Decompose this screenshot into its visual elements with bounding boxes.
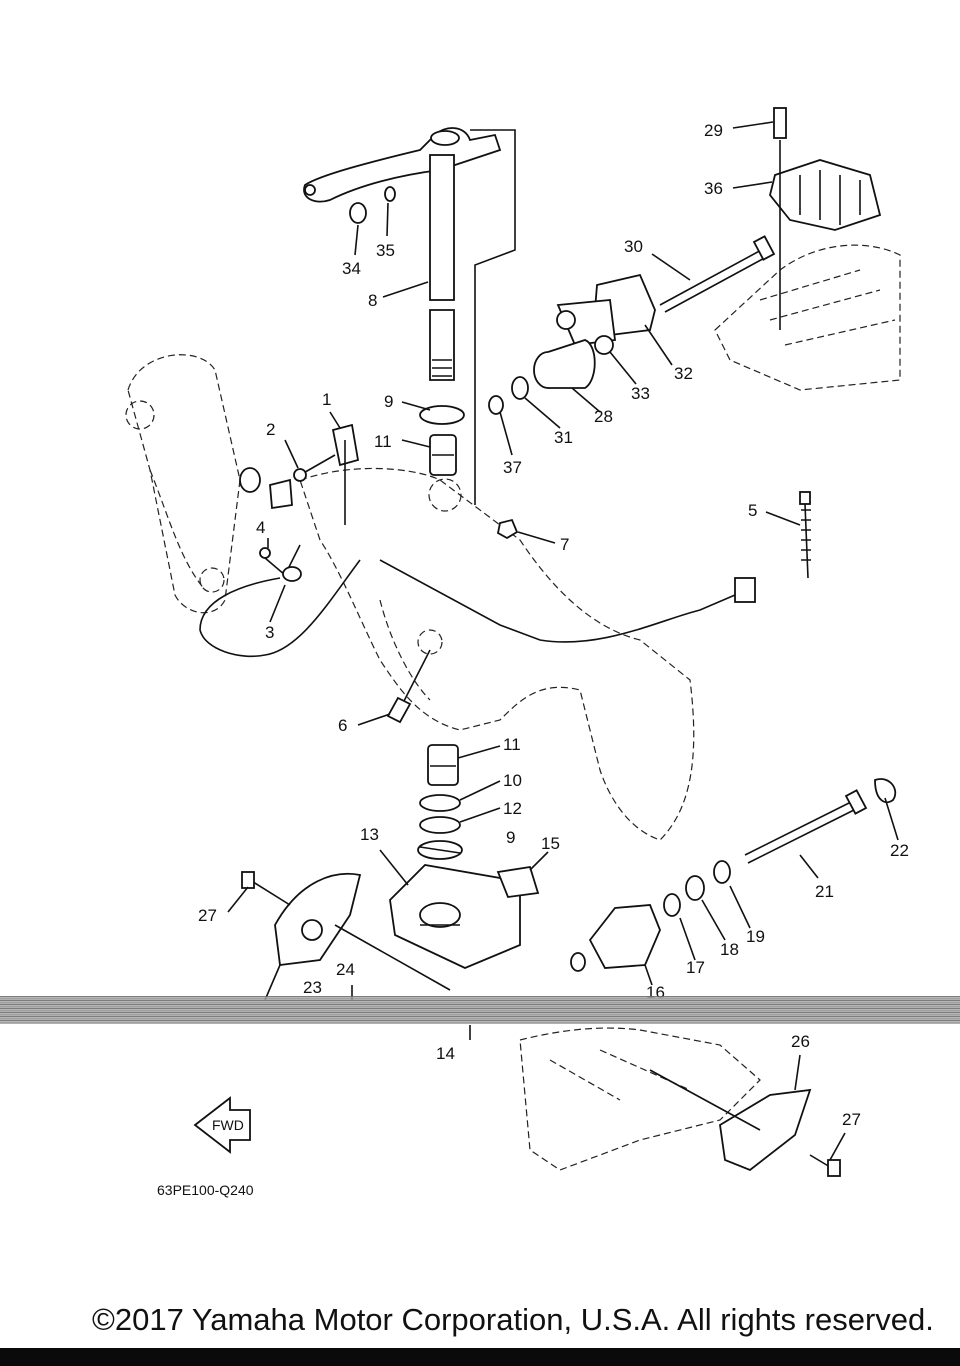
callout-28: 28 (594, 407, 613, 426)
upper-bushing (419, 405, 465, 476)
cable-tie (799, 491, 811, 579)
bolt-6 (386, 649, 431, 724)
clamp (331, 423, 360, 525)
callout-32: 32 (674, 364, 693, 383)
callout-21: 21 (815, 882, 834, 901)
callout-9b: 9 (506, 828, 515, 847)
callout-5: 5 (748, 501, 757, 520)
nut-7 (496, 518, 519, 540)
wire-lead (199, 559, 756, 658)
bottom-bar (0, 1348, 960, 1366)
callout-18: 18 (720, 940, 739, 959)
upper-bolt (659, 235, 776, 313)
upper-washers (488, 376, 529, 415)
callout-30: 30 (624, 237, 643, 256)
callout-14: 14 (436, 1044, 455, 1063)
upper-cover (769, 107, 882, 330)
callout-24: 24 (336, 960, 355, 979)
callout-35: 35 (376, 241, 395, 260)
callout-1: 1 (322, 390, 331, 409)
lower-washers (570, 860, 731, 972)
callout-7: 7 (560, 535, 569, 554)
lower-bushings (417, 744, 463, 860)
through-bolt (744, 778, 897, 864)
bushing-left (239, 467, 293, 510)
callout-11b: 11 (503, 735, 521, 754)
bolt-27a (241, 871, 291, 906)
diagram-code: 63PE100-Q240 (157, 1182, 254, 1198)
callout-34: 34 (342, 259, 361, 278)
callout-29: 29 (704, 121, 723, 140)
steering-bracket-outline (299, 467, 695, 841)
bolt-2 (293, 454, 336, 482)
callout-6: 6 (338, 716, 347, 735)
callout-27b: 27 (842, 1110, 861, 1129)
scan-artifact-band (0, 996, 960, 1024)
callout-4: 4 (256, 518, 265, 537)
side-cover-right (649, 1069, 841, 1177)
upper-mount-rubber (533, 339, 596, 389)
callout-33: 33 (631, 384, 650, 403)
swivel-bracket-outline (125, 354, 241, 614)
lower-mount-rubber (588, 893, 681, 969)
callout-23: 23 (303, 978, 322, 997)
callout-13: 13 (360, 825, 379, 844)
callout-11a: 11 (374, 432, 392, 451)
upper-mount-outline (714, 244, 901, 391)
callout-37: 37 (503, 458, 522, 477)
callout-17: 17 (686, 958, 705, 977)
callout-31: 31 (554, 428, 573, 447)
fwd-label: FWD (212, 1117, 244, 1133)
callout-26: 26 (791, 1032, 810, 1051)
callout-10: 10 (503, 771, 522, 790)
callout-labels: 1 2 3 4 5 6 7 8 9 9 10 11 11 12 13 14 15… (198, 121, 909, 1129)
callout-36: 36 (704, 179, 723, 198)
callout-2: 2 (266, 420, 275, 439)
side-cover-left (274, 872, 451, 991)
steering-arm (303, 127, 502, 224)
callout-15: 15 (541, 834, 560, 853)
callout-8: 8 (368, 291, 377, 310)
callout-19: 19 (746, 927, 765, 946)
callout-27a: 27 (198, 906, 217, 925)
mount-plate (556, 273, 656, 355)
fwd-arrow-icon: FWD (193, 1096, 251, 1154)
bracket-15 (496, 865, 540, 898)
callout-12: 12 (503, 799, 522, 818)
grease-fitting (259, 544, 302, 582)
leader-lines (227, 121, 899, 1161)
lower-mount-housing (389, 864, 521, 969)
callout-3: 3 (265, 623, 274, 642)
steering-shaft (429, 129, 516, 505)
copyright-text: ©2017 Yamaha Motor Corporation, U.S.A. A… (92, 1302, 934, 1337)
callout-22: 22 (890, 841, 909, 860)
callout-9a: 9 (384, 392, 393, 411)
